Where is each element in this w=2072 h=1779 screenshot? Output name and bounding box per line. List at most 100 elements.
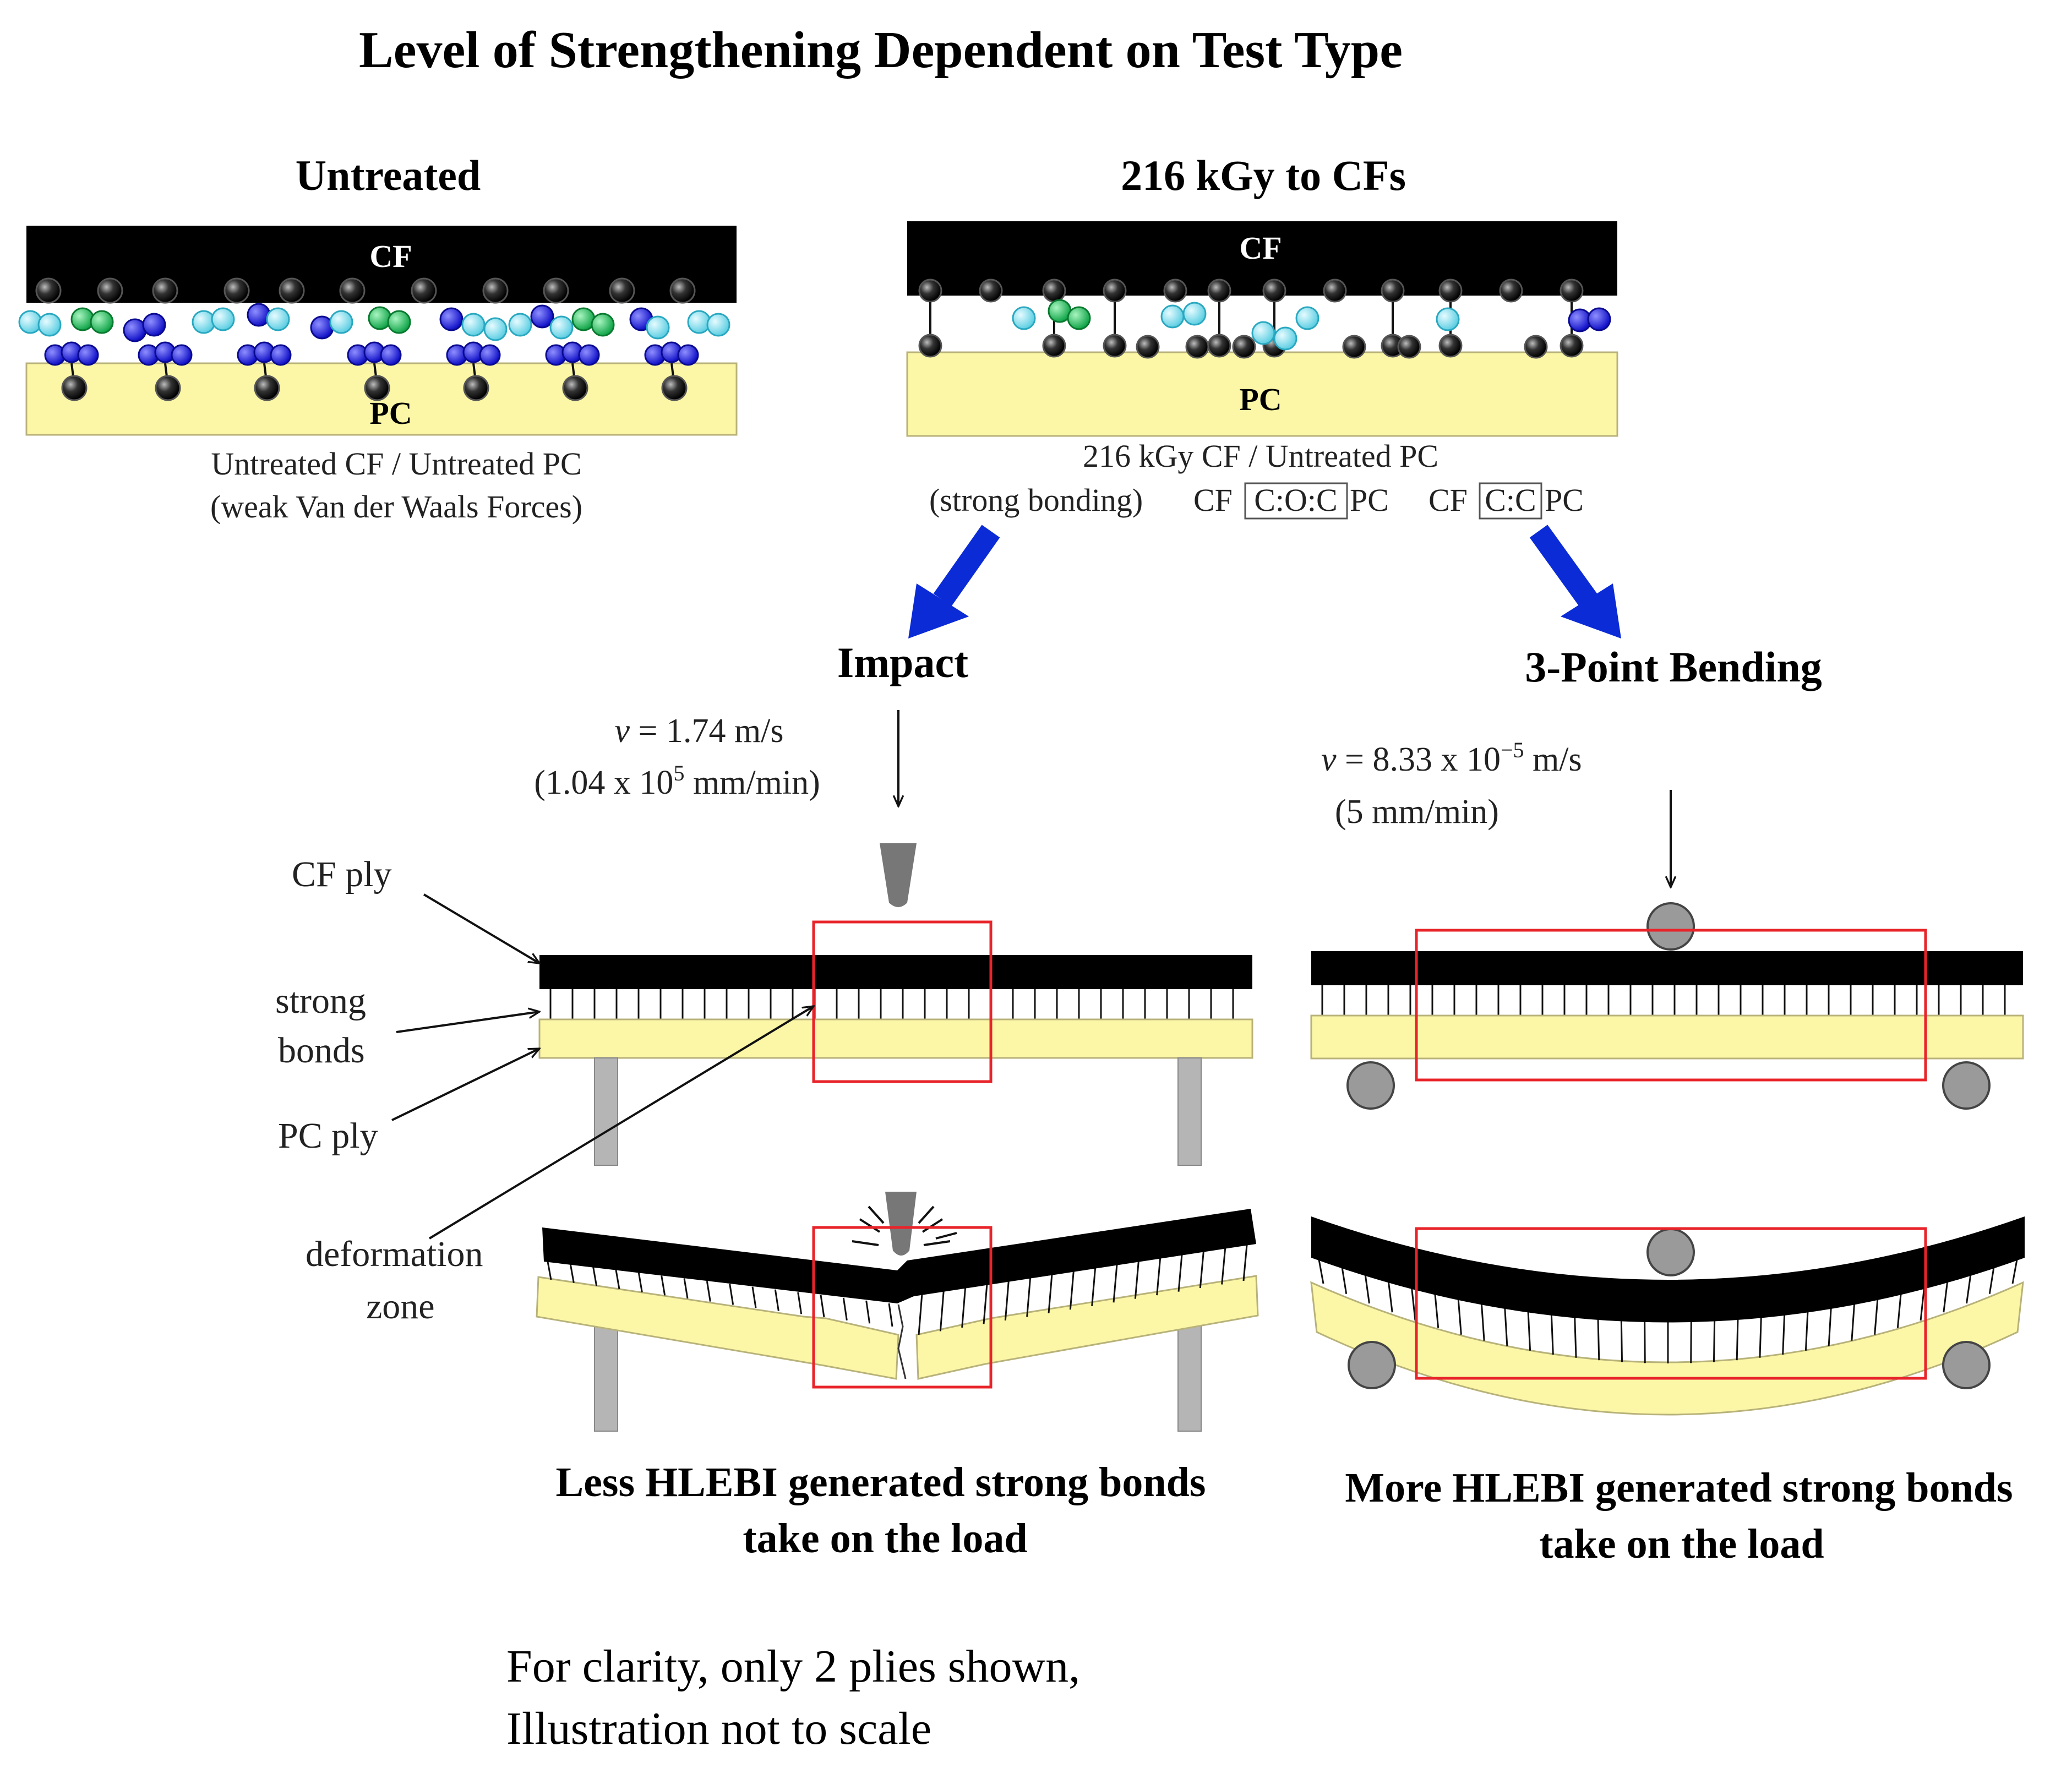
carbon-atom xyxy=(97,277,123,304)
impact-pc-ply xyxy=(538,1018,1253,1059)
interface-atom xyxy=(461,313,486,337)
bond-line xyxy=(1896,1292,1902,1328)
impact-deformation-zone-top xyxy=(812,920,993,1083)
bending-velocity-value: = 8.33 x 10 xyxy=(1337,741,1501,778)
label-strong-bonds-2: bonds xyxy=(278,1030,365,1071)
bending-velocity-unit: m/s xyxy=(1524,741,1582,778)
bond-line xyxy=(547,1261,552,1280)
carbon-atom xyxy=(1207,334,1231,358)
bond-line xyxy=(1340,1264,1348,1294)
bond-line xyxy=(797,1292,803,1314)
untreated-pc-label: PC xyxy=(369,395,412,431)
hydrogen-atom xyxy=(479,344,501,366)
carbon-atom xyxy=(339,277,366,304)
bond-line xyxy=(1457,1298,1462,1335)
interface-atom xyxy=(90,310,114,334)
interface-atom xyxy=(368,306,392,330)
hydrogen-atom xyxy=(380,344,402,366)
interface-atom xyxy=(1587,307,1611,331)
hydrogen-atom xyxy=(77,344,99,366)
impact-velocity-value: = 1.74 m/s xyxy=(630,712,784,750)
interface-atom xyxy=(439,307,464,331)
bond1-suffix: PC xyxy=(1350,482,1389,518)
untreated-molecules xyxy=(18,277,730,401)
bond-line xyxy=(1156,1258,1162,1296)
interface-atom xyxy=(1182,302,1207,326)
bond-line xyxy=(939,1290,945,1331)
label-pc-ply: PC ply xyxy=(278,1116,378,1156)
interface-atom xyxy=(1012,306,1036,330)
bond-line xyxy=(1597,1318,1600,1361)
bond-line xyxy=(1620,1320,1623,1362)
impact-result-line1: Less HLEBI generated strong bonds xyxy=(555,1459,1206,1505)
bond-line xyxy=(1874,1298,1879,1335)
arrow-to-impact xyxy=(908,525,1000,639)
impact-velocity-alt-post: mm/min) xyxy=(684,764,820,801)
carbon-atom xyxy=(254,375,280,401)
bond-line xyxy=(1920,1286,1926,1321)
carbon-atom xyxy=(918,334,942,358)
impact-velocity-alt-exp: 5 xyxy=(673,761,684,785)
bond-line xyxy=(569,1264,575,1283)
bending-zone-bottom xyxy=(1415,1227,1927,1380)
carbon-atom xyxy=(1163,279,1187,303)
hydrogen-atom xyxy=(578,344,600,366)
bond-line xyxy=(918,1293,923,1335)
bond-line xyxy=(1199,1251,1204,1289)
carbon-atom xyxy=(1438,279,1463,303)
untreated-caption-line1: Untreated CF / Untreated PC xyxy=(211,446,581,482)
impact-right-support xyxy=(1177,1057,1202,1166)
bending-deformed-bonds xyxy=(1317,1256,2019,1363)
bond-line xyxy=(1828,1307,1832,1346)
bond-line xyxy=(1364,1273,1370,1304)
bond-line xyxy=(1504,1307,1508,1346)
carbon-atom xyxy=(609,277,635,304)
impact-deformed-cf xyxy=(542,1209,1256,1303)
bond1-box xyxy=(1244,482,1348,520)
bond-line xyxy=(774,1289,779,1311)
bond-line xyxy=(615,1269,620,1290)
bond-line xyxy=(1242,1245,1248,1281)
note-line1: For clarity, only 2 plies shown, xyxy=(506,1641,1080,1692)
bond-line xyxy=(961,1287,967,1328)
interface-atom xyxy=(646,315,670,340)
pointer-pc-ply xyxy=(391,1047,539,1121)
carbon-atom xyxy=(543,277,569,304)
treated-panel: 216 kGy to CFs CF PC 216 kGy CF / Untrea… xyxy=(906,151,1618,520)
impact-beam-undeformed xyxy=(538,920,1253,1166)
interface-atom xyxy=(1436,307,1460,331)
interface-atom xyxy=(142,313,166,337)
bond-line xyxy=(2011,1256,2019,1284)
impact-deformed-pc-left xyxy=(536,1276,899,1380)
bond-line xyxy=(637,1273,643,1292)
bond-line xyxy=(1410,1286,1416,1321)
bending-deformed-support-right xyxy=(1942,1341,1991,1389)
bond-line xyxy=(661,1275,666,1296)
bond-line xyxy=(1480,1302,1485,1341)
carbon-atom xyxy=(152,277,178,304)
bending-result-line1: More HLEBI generated strong bonds xyxy=(1345,1465,2013,1511)
bond-line xyxy=(1091,1267,1097,1306)
bond-line xyxy=(683,1278,689,1299)
interface-atom xyxy=(549,315,574,340)
carbon-atom xyxy=(463,375,489,401)
carbon-atom xyxy=(1438,334,1463,358)
carbon-atom xyxy=(1342,335,1366,359)
carbon-atom xyxy=(669,277,696,304)
carbon-atom xyxy=(1524,335,1548,359)
treated-molecules xyxy=(918,279,1611,359)
bond-line xyxy=(1690,1320,1692,1363)
carbon-atom xyxy=(279,277,305,304)
bond-line xyxy=(1527,1311,1531,1351)
impact-left-support xyxy=(594,1057,618,1166)
bending-deformed-cf xyxy=(1311,1216,2025,1323)
impact-cf-ply xyxy=(539,955,1252,989)
bond-line xyxy=(1851,1302,1856,1341)
bending-support-roller-left xyxy=(1346,1061,1395,1110)
carbon-atom xyxy=(364,375,390,401)
interface-atom xyxy=(247,303,271,327)
carbon-atom xyxy=(1560,334,1584,358)
untreated-caption-line2: (weak Van der Waals Forces) xyxy=(210,489,582,525)
bond-line xyxy=(1134,1261,1139,1299)
